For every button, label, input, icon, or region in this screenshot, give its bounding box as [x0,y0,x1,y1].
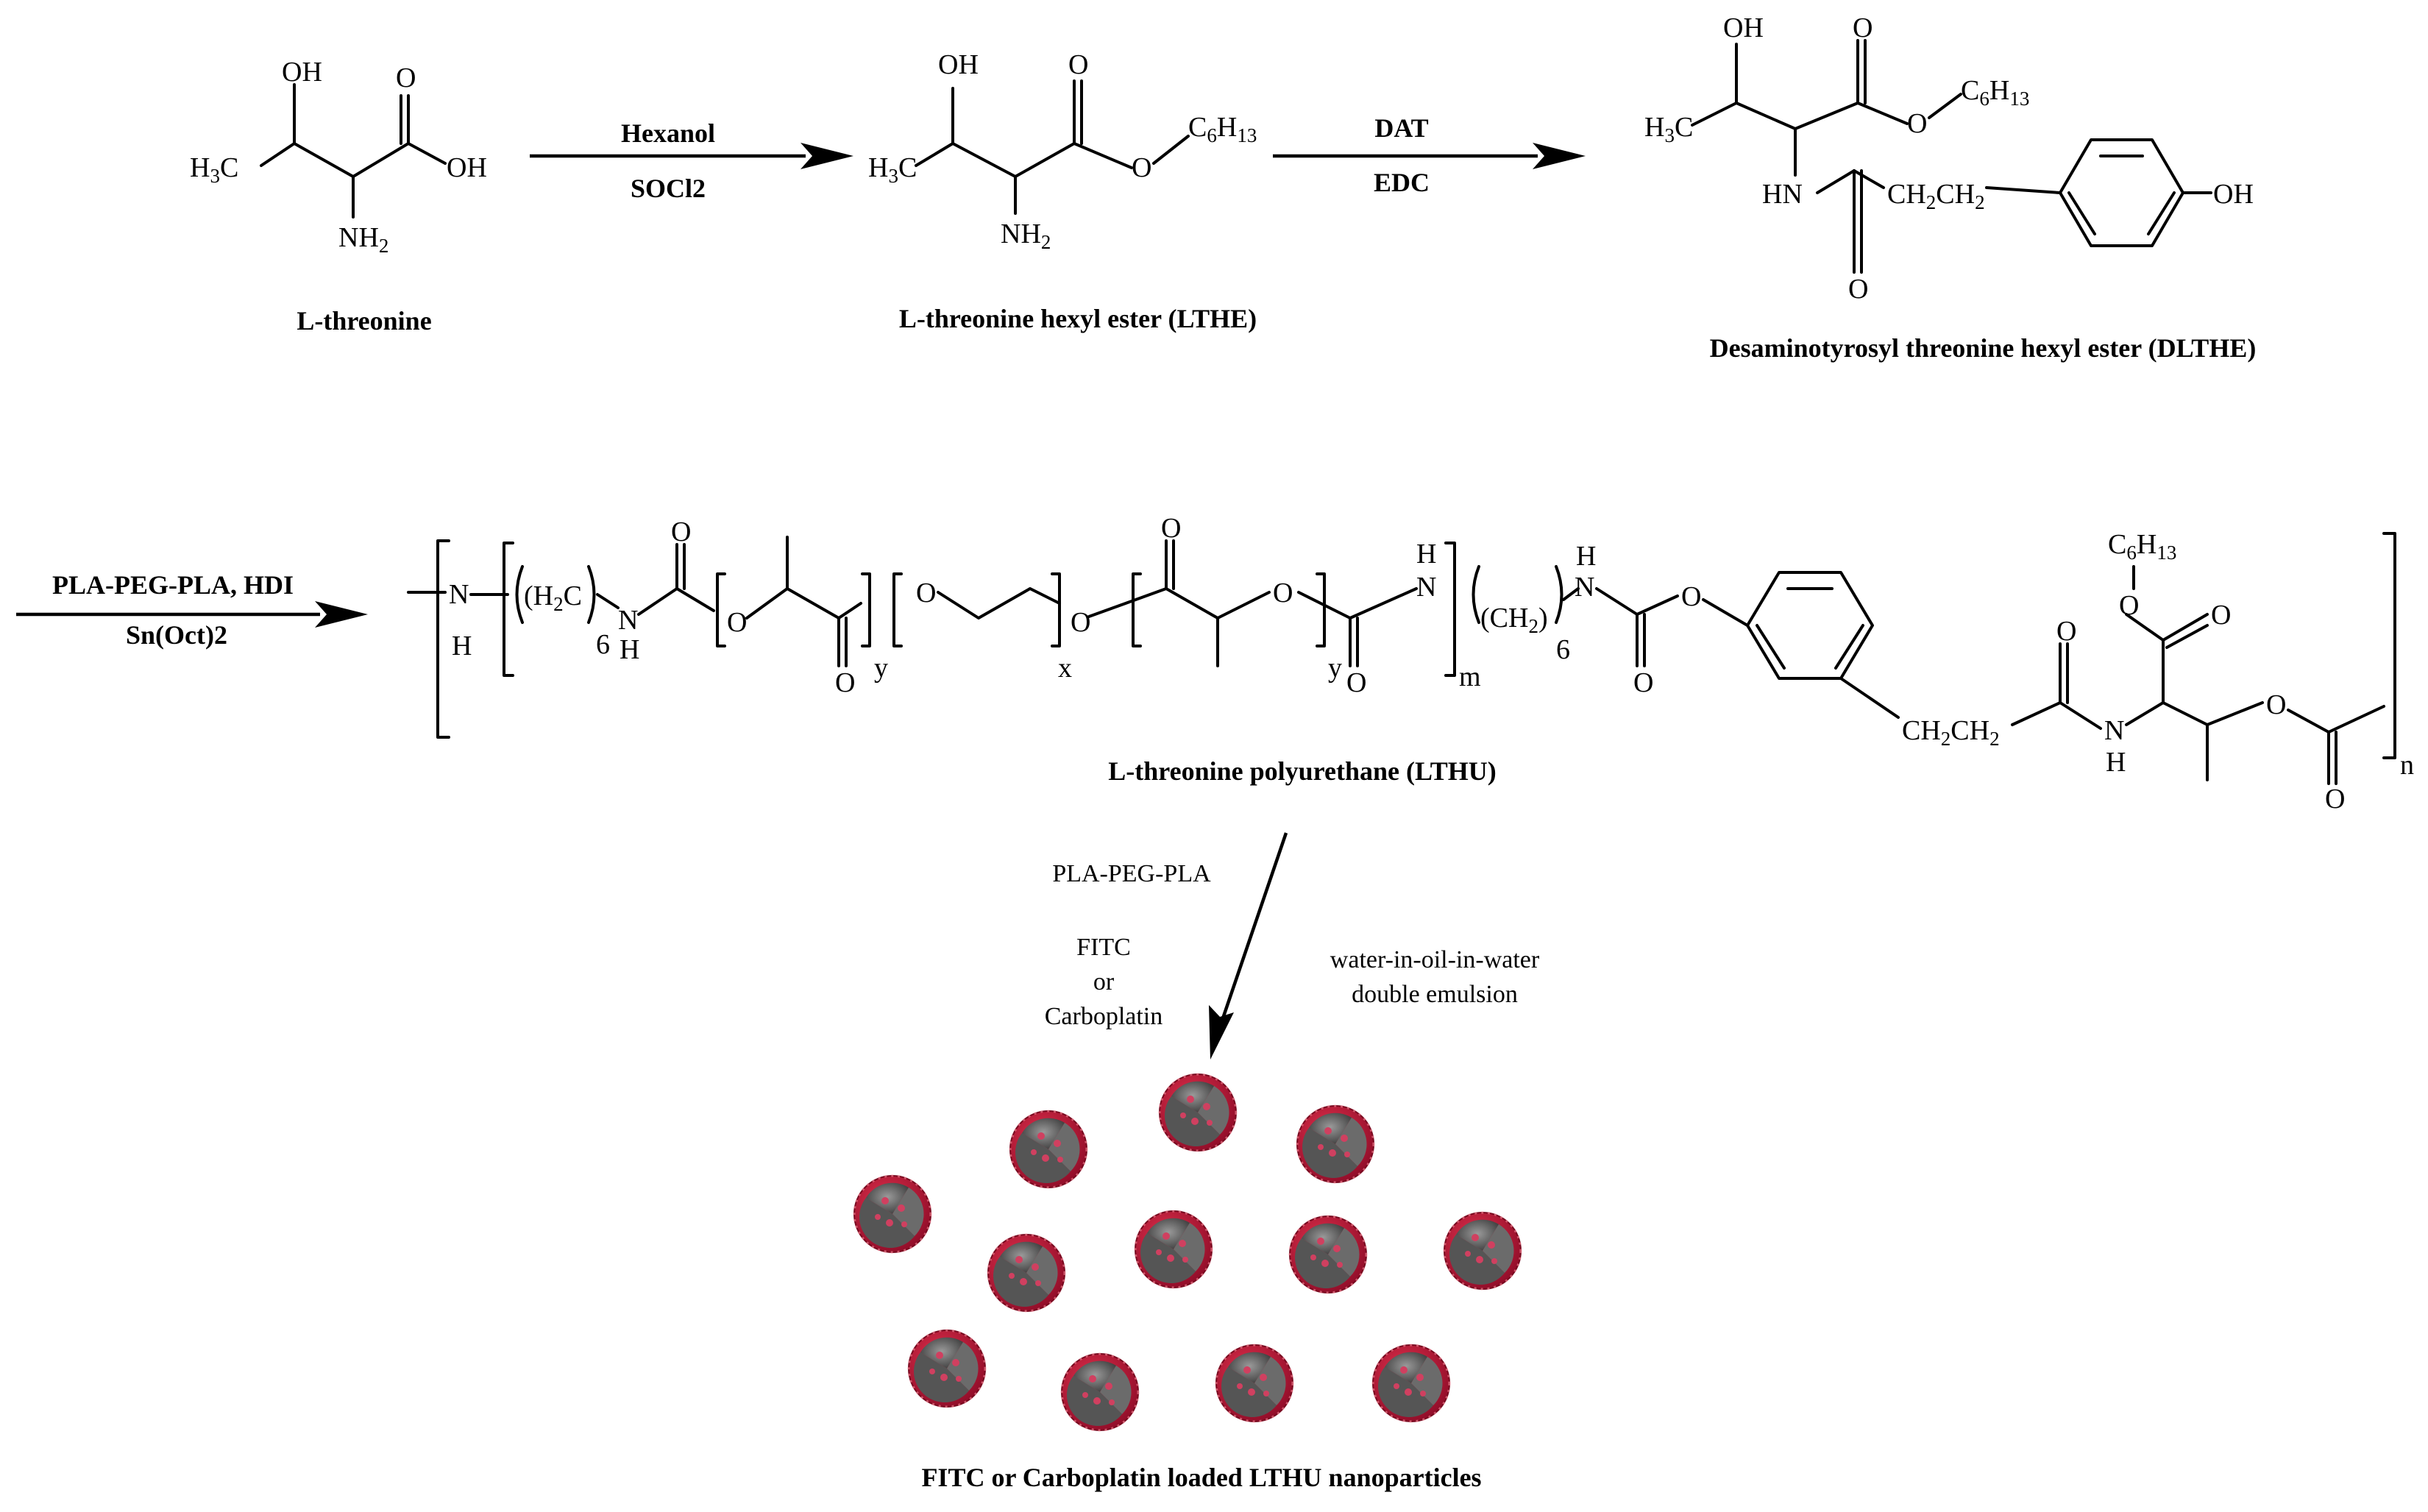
svg-text:O: O [396,63,416,93]
nanoparticle [1009,1110,1088,1189]
svg-text:H: H [452,631,472,661]
l-threonine-structure: H3C OH O OH NH2 L-threonine [190,57,487,336]
svg-text:N: N [2104,715,2124,746]
svg-text:O: O [1068,49,1088,80]
nanoparticle [1215,1344,1294,1423]
nanoparticle-cluster [853,1073,1522,1432]
svg-text:O: O [1346,667,1366,698]
svg-text:OH: OH [2213,179,2254,210]
nanoparticle [1288,1215,1368,1294]
nanoparticle-caption: FITC or Carboplatin loaded LTHU nanopart… [921,1463,1481,1492]
svg-text:O: O [671,517,691,547]
step4-left-mid2: or [1093,968,1115,995]
svg-text:H: H [620,634,639,665]
step4-left-top: PLA-PEG-PLA [1052,860,1211,887]
step4-right-2: double emulsion [1352,981,1518,1008]
step4-right-1: water-in-oil-in-water [1330,946,1540,973]
svg-text:NH2: NH2 [338,222,388,257]
step3-reagent-bottom: Sn(Oct)2 [126,620,227,650]
svg-text:H: H [1576,541,1596,572]
svg-text:O: O [1681,581,1701,612]
step4-left-mid3: Carboplatin [1045,1003,1163,1030]
step1-arrow: Hexanol SOCl2 [530,118,853,203]
step1-reagent-bottom: SOCl2 [631,174,706,203]
lthe-structure: H3C OH O O C6H13 NH2 L-threonine hexyl e… [868,49,1257,333]
step2-reagent-top: DAT [1374,113,1428,143]
svg-text:O: O [2056,616,2076,647]
svg-text:6: 6 [596,629,610,660]
svg-text:O: O [1132,152,1151,183]
svg-text:y: y [1328,653,1342,684]
svg-text:H3C: H3C [190,152,238,187]
svg-text:O: O [916,578,936,608]
svg-text:O: O [1853,13,1873,43]
nanoparticle [1134,1210,1213,1289]
svg-text:O: O [835,667,855,698]
svg-text:O: O [2211,600,2231,631]
dlthe-label: Desaminotyrosyl threonine hexyl ester (D… [1710,333,2257,363]
svg-text:N: N [449,579,469,610]
svg-text:x: x [1058,653,1072,684]
svg-text:CH2CH2: CH2CH2 [1902,715,2000,750]
svg-text:O: O [2325,784,2345,814]
nanoparticle [907,1329,987,1408]
svg-text:CH2CH2: CH2CH2 [1887,179,1985,213]
svg-text:O: O [1161,513,1181,544]
lthe-label: L-threonine hexyl ester (LTHE) [899,304,1257,333]
lthu-structure: n m N H (H2C 6 N H O O O y O [407,513,2414,814]
svg-text:6: 6 [1556,634,1570,665]
svg-text:H: H [2106,747,2126,778]
svg-text:m: m [1459,661,1481,692]
svg-text:H: H [1416,539,1436,569]
svg-text:(CH2): (CH2) [1480,603,1548,637]
svg-text:C6H13: C6H13 [1961,75,2029,110]
lthu-label: L-threonine polyurethane (LTHU) [1108,756,1496,786]
svg-text:C6H13: C6H13 [2108,529,2176,564]
svg-text:N: N [1575,572,1594,603]
svg-text:O: O [2119,590,2139,621]
l-threonine-label: L-threonine [297,306,431,336]
nanoparticle [1060,1352,1140,1432]
svg-text:N: N [1416,572,1436,603]
step3-arrow: PLA-PEG-PLA, HDI Sn(Oct)2 [16,570,368,650]
step4-left-mid1: FITC [1076,934,1131,961]
step3-reagent-top: PLA-PEG-PLA, HDI [52,570,294,600]
nanoparticle [1296,1104,1375,1184]
step1-reagent-top: Hexanol [621,118,715,148]
svg-text:H3C: H3C [868,152,917,187]
svg-text:O: O [1071,607,1090,638]
nanoparticle [1371,1344,1451,1423]
nanoparticle [987,1233,1066,1313]
nanoparticle [1443,1211,1522,1291]
svg-text:O: O [1848,274,1868,305]
svg-text:N: N [618,605,638,636]
svg-text:OH: OH [938,49,979,80]
step2-arrow: DAT EDC [1273,113,1586,197]
svg-text:NH2: NH2 [1001,219,1051,253]
svg-text:(H2C: (H2C [524,581,582,615]
svg-text:OH: OH [1723,13,1764,43]
svg-text:H3C: H3C [1644,112,1693,146]
svg-text:O: O [727,607,747,638]
svg-text:O: O [1907,108,1927,139]
svg-text:O: O [2266,689,2286,720]
svg-text:O: O [1633,667,1653,698]
svg-text:OH: OH [447,152,487,183]
svg-text:C6H13: C6H13 [1188,112,1257,146]
svg-text:y: y [874,653,888,684]
nanoparticle [853,1174,932,1254]
nanoparticle [1158,1073,1238,1152]
step2-reagent-bottom: EDC [1374,168,1430,197]
dlthe-structure: H3C OH O O C6H13 HN O CH2CH2 OH Desamino… [1644,13,2256,363]
svg-text:HN: HN [1762,179,1803,210]
svg-text:n: n [2400,750,2414,781]
svg-text:O: O [1273,578,1293,608]
step4-arrow: PLA-PEG-PLA FITC or Carboplatin water-in… [1045,832,1540,1060]
svg-text:OH: OH [282,57,322,88]
